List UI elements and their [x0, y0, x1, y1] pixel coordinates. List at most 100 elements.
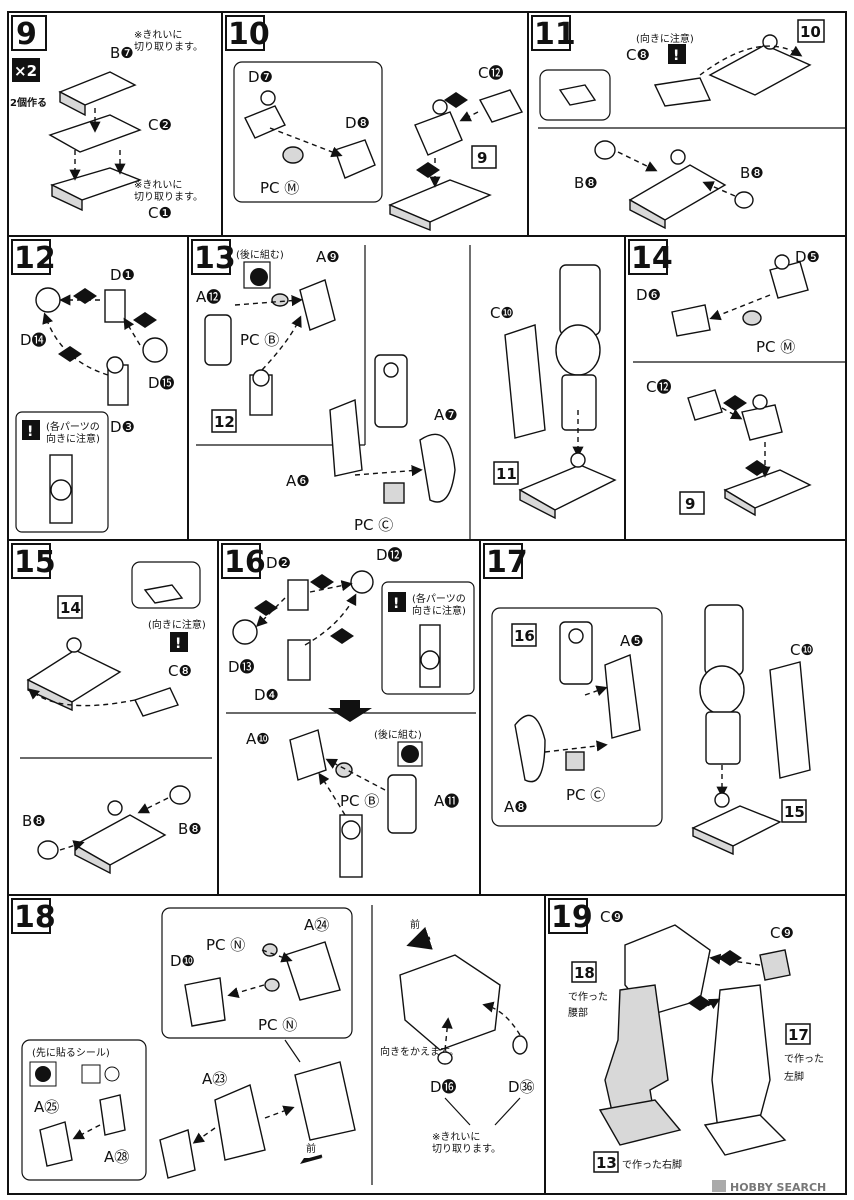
- part-label: D❼: [248, 68, 273, 86]
- part-label: C❿: [790, 641, 814, 659]
- part-label: A⓫: [434, 792, 459, 810]
- part-drawing: [159, 1129, 196, 1179]
- part-drawing: [232, 619, 258, 645]
- part-drawing: [653, 77, 712, 107]
- part-drawing: [214, 1084, 266, 1161]
- step-number-box: [483, 543, 523, 579]
- svg-text:!: !: [673, 48, 679, 64]
- part-label: C❶: [148, 204, 172, 222]
- part-label: A㉕: [34, 1098, 59, 1116]
- part-label: D❻: [636, 286, 661, 304]
- caution-icon: [22, 420, 40, 440]
- inset-box: [233, 61, 383, 203]
- step-number-box: [11, 898, 51, 934]
- part-drawing: [759, 949, 791, 981]
- part-label: B❽: [574, 174, 598, 192]
- multiplier-badge: [12, 58, 40, 82]
- make-note: 2個作る: [10, 96, 47, 109]
- part-drawing: [184, 977, 226, 1027]
- step-11: 11 (向きに注意) ! C❽ 10 B❽ B❽: [531, 15, 846, 230]
- made-with: で作った: [568, 991, 608, 1003]
- part-drawing: [289, 729, 327, 781]
- left-leg-label: 左脚: [784, 1070, 804, 1083]
- part-label: D❿: [170, 952, 195, 970]
- part-label: C⓬: [478, 64, 503, 82]
- part-label: D⓭: [228, 658, 255, 676]
- step-number-box: [531, 15, 571, 51]
- step-number: 10: [228, 17, 270, 52]
- ref-step: 11: [496, 465, 517, 483]
- part-label: C⓬: [646, 378, 671, 396]
- part-drawing: [134, 687, 179, 717]
- part-label: D⓰: [430, 1078, 457, 1096]
- ref-step: 14: [60, 599, 81, 617]
- caution-text: (各パーツの向きに注意): [412, 592, 466, 617]
- svg-text:!: !: [175, 636, 181, 652]
- later-text: (後に組む): [374, 728, 422, 741]
- part-label: C❾: [770, 924, 794, 942]
- step-number-box: [548, 898, 588, 934]
- part-drawing: [287, 579, 309, 611]
- part-label: D❹: [254, 686, 279, 704]
- part-drawing: [299, 279, 336, 331]
- seal-note: (先に貼るシール): [32, 1046, 110, 1059]
- later-text: (後に組む): [236, 248, 284, 261]
- part-drawing: [708, 44, 812, 96]
- step-number-box: [11, 239, 51, 275]
- caution-text: (向きに注意): [636, 32, 694, 45]
- part-drawing: [284, 941, 341, 1001]
- ref-step: 17: [788, 1026, 809, 1044]
- step-number-box: [11, 543, 51, 579]
- part-label: A❽: [504, 798, 528, 816]
- step-18: 18 D❿ PC Ⓝ A㉔ PC Ⓝ (先に貼るシール) A㉕ A㉘ A㉓ 前: [11, 898, 535, 1185]
- panel-grid: [7, 11, 847, 1195]
- left-leg-drawing: [711, 984, 771, 1131]
- front-label: 前: [306, 1142, 316, 1155]
- step-14: 14 D❻ D❺ PC Ⓜ C⓬ 9: [628, 239, 846, 517]
- step-number: 14: [631, 241, 673, 276]
- part-label: B❼: [110, 44, 134, 62]
- waist-label: 腰部: [568, 1006, 588, 1019]
- part-drawing: [769, 261, 809, 299]
- caution-box: [381, 581, 475, 695]
- part-label: D⓬: [376, 546, 403, 564]
- part-label: PC Ⓑ: [340, 792, 379, 810]
- step-number: 12: [14, 241, 56, 276]
- cut-note-top: ※きれいに切り取ります。: [134, 29, 203, 53]
- part-label: C❽: [168, 662, 192, 680]
- part-label: A❼: [434, 406, 458, 424]
- part-label: C❷: [148, 116, 172, 134]
- part-drawing: [687, 389, 723, 421]
- cut-note: ※きれいに切り取ります。: [432, 1131, 501, 1155]
- part-label: PC Ⓒ: [566, 786, 605, 804]
- part-drawing: [504, 324, 546, 439]
- step-number-box: [628, 239, 668, 275]
- caution-icon: [388, 592, 406, 612]
- part-drawing: [99, 1094, 126, 1136]
- part-drawing: [294, 1061, 356, 1141]
- part-drawing: [329, 399, 363, 477]
- step-number: 18: [14, 900, 56, 935]
- multiplier: ×2: [14, 62, 37, 80]
- part-label: D❸: [110, 418, 135, 436]
- part-drawing: [399, 954, 501, 1051]
- part-drawing: [604, 654, 641, 739]
- part-drawing: [478, 89, 524, 123]
- ref-step: 9: [685, 495, 695, 513]
- ref-step: 16: [514, 627, 535, 645]
- part-label: PC Ⓝ: [206, 936, 245, 954]
- step-number-box: [11, 15, 47, 51]
- watermark: HOBBY SEARCH: [712, 1180, 826, 1194]
- step-number: 17: [486, 545, 528, 580]
- caution-icon: [170, 632, 188, 652]
- caution-text: (向きに注意): [148, 618, 206, 631]
- svg-text:!: !: [27, 424, 33, 440]
- inset-box: [491, 607, 663, 827]
- step-number-box: [225, 15, 265, 51]
- part-label: D⓮: [20, 331, 47, 349]
- part-label: A㉔: [304, 916, 329, 934]
- step-17: 17 16 A❺ A❽ PC Ⓒ C❿ 15: [483, 543, 814, 856]
- part-label: A❺: [620, 632, 644, 650]
- part-label: PC Ⓒ: [354, 516, 393, 534]
